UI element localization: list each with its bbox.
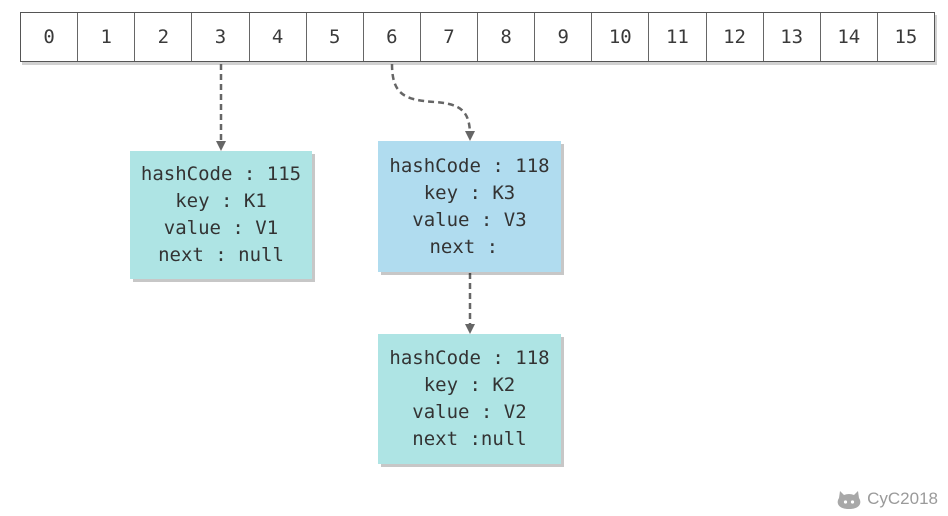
node-hashcode: hashCode : 118	[389, 154, 550, 177]
bucket-1: 1	[78, 13, 136, 61]
node-hashcode: hashCode : 115	[140, 163, 302, 185]
bucket-7: 7	[421, 13, 478, 61]
bucket-2: 2	[135, 13, 193, 61]
node-next: next : null	[158, 244, 284, 266]
bucket-14: 14	[821, 13, 878, 61]
bucket-3: 3	[192, 13, 250, 61]
node-next: next :null	[412, 428, 527, 450]
bucket-5: 5	[307, 13, 364, 61]
bucket-0: 0	[21, 13, 79, 61]
node-value: value : V3	[412, 208, 527, 231]
node-key: key : K1	[175, 190, 267, 212]
github-octocat-icon	[836, 488, 862, 510]
entry-node-k3: hashCode : 118 key : K3 value : V3 next …	[378, 141, 561, 272]
node-key: key : K3	[423, 181, 516, 204]
arrow-bucket6-to-k3	[390, 63, 475, 141]
node-value: value : V1	[163, 217, 279, 239]
bucket-array: 0 1 2 3 4 5 6 7 8 9 10 11 12 13 14 15	[20, 12, 935, 62]
node-hashcode: hashCode : 118	[389, 347, 550, 369]
bucket-10: 10	[592, 13, 650, 61]
watermark-text: CyC2018	[867, 489, 938, 508]
bucket-9: 9	[535, 13, 593, 61]
node-next: next :	[429, 235, 510, 258]
bucket-15: 15	[894, 26, 918, 48]
bucket-8: 8	[478, 13, 536, 61]
node-value: value : V2	[412, 401, 527, 423]
bucket-12: 12	[707, 13, 764, 61]
bucket-13: 13	[764, 13, 821, 61]
bucket-11: 11	[649, 13, 707, 61]
bucket-4: 4	[250, 13, 307, 61]
entry-node-k2: hashCode : 118 key : K2 value : V2 next …	[378, 334, 561, 464]
node-key: key : K2	[423, 374, 516, 396]
bucket-6: 6	[364, 13, 421, 61]
watermark: CyC2018	[836, 488, 938, 510]
entry-node-k1: hashCode : 115 key : K1 value : V1 next …	[130, 151, 312, 279]
